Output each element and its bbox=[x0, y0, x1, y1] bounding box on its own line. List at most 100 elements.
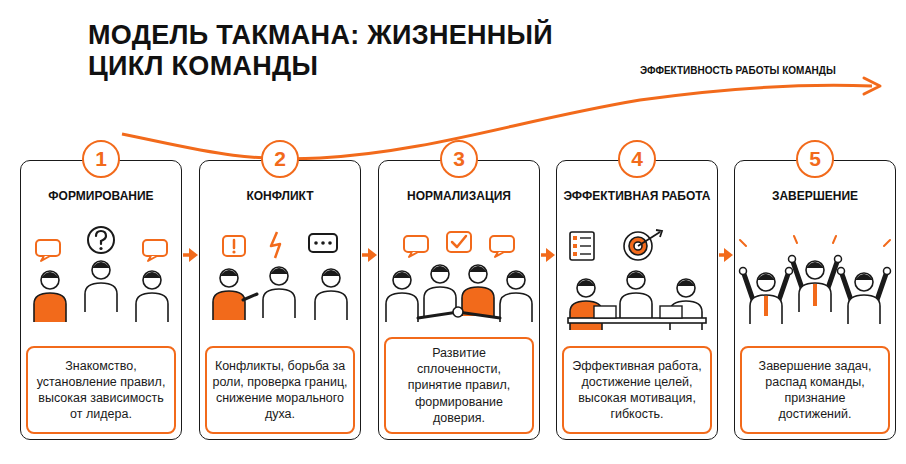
illustration-stroke bbox=[220, 269, 238, 287]
illustration-stroke bbox=[243, 294, 257, 300]
illustration-stroke bbox=[469, 265, 487, 283]
illustration-stroke bbox=[495, 252, 504, 257]
illustration-stroke bbox=[309, 234, 337, 252]
stage-description: Знакомство, установление правил, высокая… bbox=[26, 346, 176, 434]
illustration-stroke bbox=[660, 306, 682, 318]
illustration-stroke bbox=[233, 240, 236, 248]
illustration-stroke bbox=[232, 250, 235, 253]
description-text: Развитие сплоченности, принятие правил, … bbox=[391, 345, 527, 426]
illustration-stroke bbox=[96, 231, 106, 244]
illustration-stroke bbox=[884, 268, 891, 275]
illustration-stroke bbox=[855, 273, 873, 291]
illustration-stroke bbox=[806, 261, 824, 279]
illustration-stroke bbox=[835, 256, 842, 263]
illustration-stroke bbox=[573, 236, 577, 240]
illustration-stroke bbox=[34, 293, 66, 322]
illustration-stroke bbox=[799, 283, 831, 312]
illustration-stroke bbox=[627, 271, 645, 289]
illustration-stroke bbox=[500, 293, 532, 322]
illustration-stroke bbox=[570, 232, 594, 260]
illustration-stroke bbox=[271, 232, 280, 258]
illustration-stroke bbox=[740, 268, 747, 275]
illustration-stroke bbox=[143, 240, 167, 256]
illustration-stroke bbox=[573, 244, 577, 248]
illustration-stroke bbox=[786, 268, 793, 275]
flow-arrow bbox=[183, 248, 198, 262]
description-text: Завершение задач, распад команды, призна… bbox=[747, 358, 883, 423]
illustration-stroke bbox=[85, 283, 117, 312]
illustration-stroke bbox=[447, 232, 471, 252]
stage-number: 4 bbox=[618, 140, 656, 178]
illustration-stroke bbox=[270, 268, 288, 274]
axis-label: ЭФФЕКТИВНОСТЬ РАБОТЫ КОМАНДЫ bbox=[640, 65, 836, 76]
illustration-stroke bbox=[99, 247, 102, 250]
diagram-title: МОДЕЛЬ ТАКМАНА: ЖИЗНЕННЫЙ ЦИКЛ КОМАНДЫ bbox=[88, 20, 558, 82]
illustration-stroke bbox=[507, 271, 525, 289]
illustration-stroke bbox=[750, 295, 782, 324]
stage-heading: НОРМАЛИЗАЦИЯ bbox=[382, 189, 536, 203]
description-text: Конфликты, борьба за роли, проверка гран… bbox=[212, 358, 348, 423]
illustration-stroke bbox=[263, 289, 295, 318]
illustration-stroke bbox=[838, 268, 845, 275]
illustration-stroke bbox=[148, 256, 157, 261]
illustration-stroke bbox=[220, 270, 238, 276]
stage-number: 3 bbox=[440, 140, 478, 178]
curve-arrowhead bbox=[864, 78, 880, 94]
illustration-stroke bbox=[452, 236, 466, 247]
illustration-stroke bbox=[92, 261, 110, 279]
stage-number: 2 bbox=[261, 140, 299, 178]
stage-heading: ЭФФЕКТИВНАЯ РАБОТА bbox=[560, 189, 714, 203]
number-text: 5 bbox=[809, 147, 821, 171]
illustration-stroke bbox=[469, 266, 487, 272]
illustration-stroke bbox=[404, 236, 428, 252]
stage-card: ФОРМИРОВАНИЕ1Знакомство, установление пр… bbox=[20, 160, 182, 440]
illustration-stroke bbox=[41, 256, 50, 261]
stage-description: Развитие сплоченности, принятие правил, … bbox=[384, 337, 534, 434]
illustration-stroke bbox=[41, 271, 59, 289]
illustration-stroke bbox=[677, 280, 695, 286]
illustration-stroke bbox=[740, 236, 890, 246]
stage-number: 1 bbox=[82, 140, 120, 178]
illustration-stroke bbox=[580, 245, 591, 246]
number-text: 3 bbox=[453, 147, 465, 171]
illustration-stroke bbox=[462, 287, 494, 316]
illustration-stroke bbox=[677, 279, 695, 297]
illustration-stroke bbox=[143, 271, 161, 289]
stage-description: Эффективная работа, достижение целей, вы… bbox=[562, 346, 712, 434]
illustration-stroke bbox=[409, 252, 418, 257]
illustration-stroke bbox=[757, 273, 775, 291]
illustration-stroke bbox=[855, 274, 873, 280]
illustration-stroke bbox=[453, 307, 463, 317]
illustration-stroke bbox=[328, 241, 332, 245]
illustration-stroke bbox=[270, 267, 288, 285]
illustration-stroke bbox=[568, 318, 706, 323]
illustration-stroke bbox=[136, 293, 168, 322]
illustration-stroke bbox=[386, 293, 418, 322]
illustration-stroke bbox=[143, 272, 161, 278]
stage-card: ЗАВЕРШЕНИЕ5Завершение задач, распад кома… bbox=[734, 160, 896, 440]
illustration-stroke bbox=[638, 230, 662, 246]
illustration-stroke bbox=[431, 265, 449, 283]
illustration-stroke bbox=[507, 272, 525, 278]
description-text: Знакомство, установление правил, высокая… bbox=[33, 358, 169, 423]
stage-heading: ЗАВЕРШЕНИЕ bbox=[738, 189, 892, 203]
number-text: 4 bbox=[631, 147, 643, 171]
stage-heading: КОНФЛИКТ bbox=[203, 189, 357, 203]
illustration-stroke bbox=[813, 284, 817, 306]
number-text: 2 bbox=[274, 147, 286, 171]
flow-arrow bbox=[541, 248, 555, 262]
illustration-stroke bbox=[789, 256, 796, 263]
stage-heading: ФОРМИРОВАНИЕ bbox=[24, 189, 178, 203]
illustration-stroke bbox=[757, 274, 775, 280]
illustration-stroke bbox=[764, 296, 768, 316]
illustration-stroke bbox=[594, 306, 616, 318]
illustration-stroke bbox=[322, 270, 340, 276]
illustration-stroke bbox=[627, 272, 645, 278]
illustration-stroke bbox=[322, 269, 340, 287]
illustration-stroke bbox=[41, 272, 59, 278]
description-text: Эффективная работа, достижение целей, вы… bbox=[569, 358, 705, 423]
illustration-stroke bbox=[223, 236, 245, 256]
illustration-stroke bbox=[92, 262, 110, 268]
number-text: 1 bbox=[95, 147, 107, 171]
stage-card: КОНФЛИКТ2Конфликты, борьба за роли, пров… bbox=[199, 160, 361, 440]
